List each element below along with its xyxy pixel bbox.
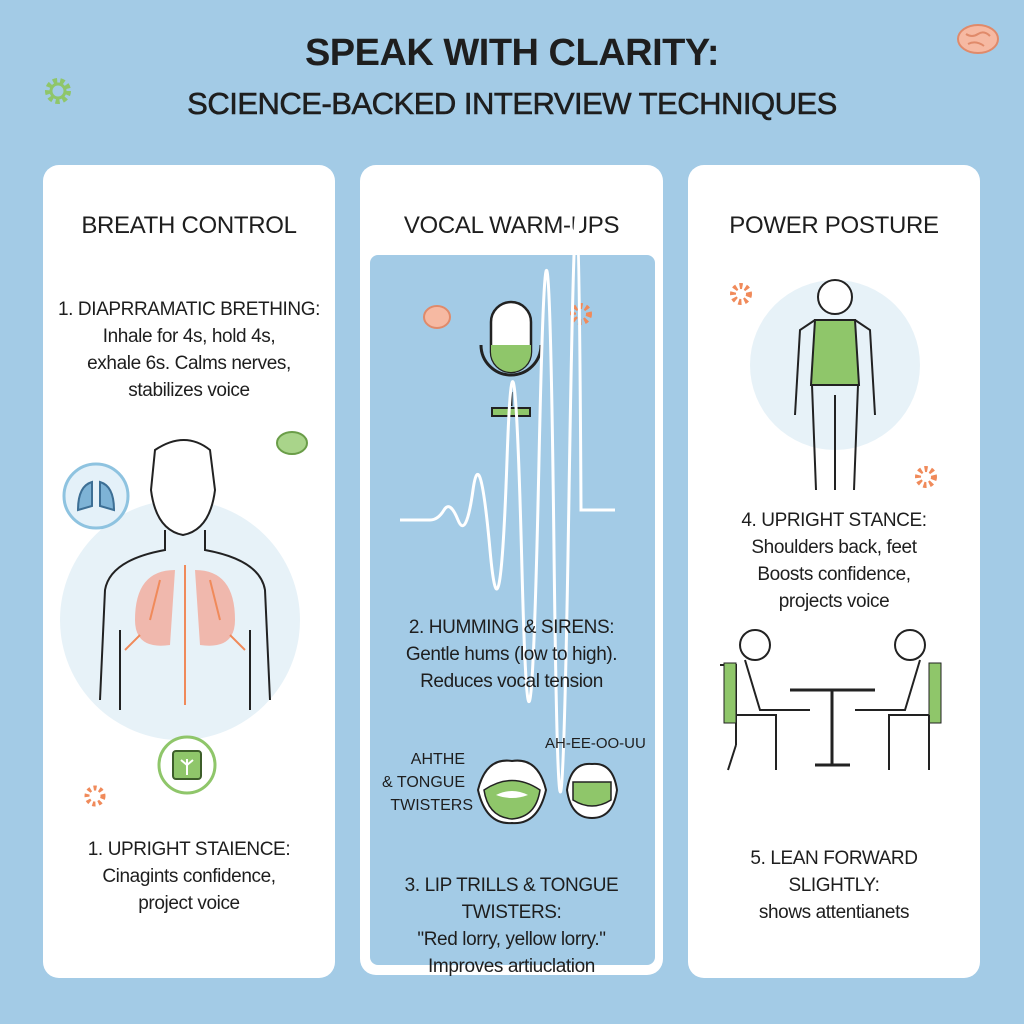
- tip-line: Cinagints confidence,: [102, 866, 276, 887]
- lungs-icon: [62, 462, 130, 530]
- tip-line: Gentle hums (low to high).: [405, 644, 618, 665]
- vowels-label: AH-EE-OO-UU: [545, 735, 646, 752]
- tip-line: "Red lorry, yellow lorry.": [417, 929, 606, 950]
- mouth-icon: [476, 759, 548, 825]
- brain-icon: [423, 305, 451, 329]
- mouth-label-line: TWISTERS: [390, 797, 473, 814]
- tip-title: 1. UPRIGHT STAIENCE:: [87, 839, 291, 860]
- tip-posture-2: 5. LEAN FORWARD SLIGHTLY: shows attentia…: [688, 845, 980, 926]
- tip-line: Reduces vocal tension: [420, 671, 603, 692]
- interview-table-illustration: [720, 629, 942, 771]
- mouth-label: AHTHE & TONGUE TWISTERS: [378, 748, 473, 817]
- gear-icon: [84, 785, 106, 807]
- brain-icon: [276, 431, 308, 455]
- tip-breath-2: 1. UPRIGHT STAIENCE: Cinagints confidenc…: [43, 836, 335, 917]
- plant-icon: [157, 735, 217, 795]
- tip-posture-1: 4. UPRIGHT STANCE: Shoulders back, feet …: [688, 507, 980, 615]
- mouth-label-line: AHTHE: [410, 751, 465, 768]
- heading-power-posture: POWER POSTURE: [729, 212, 939, 239]
- tip-vocal-2: 3. LIP TRILLS & TONGUE TWISTERS: "Red lo…: [360, 872, 663, 980]
- tip-line: shows attentianets: [758, 902, 910, 923]
- tip-vocal-1: 2. HUMMING & SIRENS: Gentle hums (low to…: [360, 614, 663, 695]
- title-line2: SCIENCE-BACKED INTERVIEW TECHNIQUES: [187, 86, 838, 122]
- gear-icon: [45, 78, 71, 104]
- tip-line: SLIGHTLY:: [788, 875, 880, 896]
- mouth-icon: [565, 762, 619, 820]
- tip-line: Improves artiuclation: [428, 956, 595, 977]
- title-line1: SPEAK WITH CLARITY:: [304, 32, 720, 74]
- gear-icon: [915, 466, 937, 488]
- tip-title: 1. DIAPRRAMATIC BRETHING:: [57, 299, 320, 320]
- tip-line: Inhale for 4s, hold 4s,: [102, 326, 276, 347]
- tip-line: Shoulders back, feet: [751, 537, 917, 558]
- tip-line: stabilizes voice: [128, 380, 250, 401]
- sound-wave-icon: [400, 214, 615, 794]
- tip-line: projects voice: [778, 591, 890, 612]
- tip-line: project voice: [138, 893, 240, 914]
- tip-breath-1: 1. DIAPRRAMATIC BRETHING: Inhale for 4s,…: [43, 296, 335, 404]
- tip-line: exhale 6s. Calms nerves,: [87, 353, 291, 374]
- card-vocal-inner: [370, 255, 655, 965]
- brain-icon: [957, 24, 999, 54]
- tip-line: Boosts confidence,: [757, 564, 911, 585]
- person-icon: [750, 279, 920, 491]
- torso-lungs-illustration: [60, 439, 300, 740]
- tip-title: 3. LIP TRILLS & TONGUE TWISTERS:: [404, 875, 619, 923]
- tip-title: 4. UPRIGHT STANCE:: [741, 510, 927, 531]
- heading-breath-control: BREATH CONTROL: [81, 212, 297, 239]
- gear-icon: [730, 283, 752, 305]
- tip-title: 2. HUMMING & SIRENS:: [408, 617, 615, 638]
- mouth-label-line: & TONGUE: [382, 774, 465, 791]
- tip-title: 5. LEAN FORWARD: [750, 848, 918, 869]
- heading-vocal-warmups: VOCAL WARM-UPS: [403, 212, 620, 239]
